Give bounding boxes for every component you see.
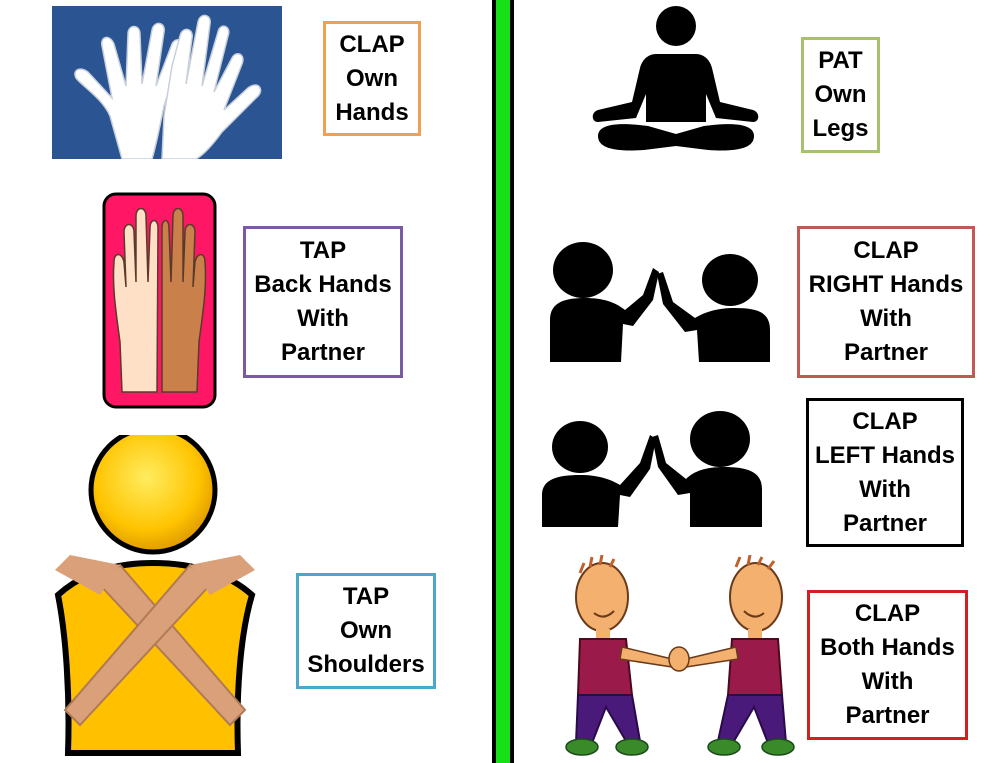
- card-line: Partner: [280, 339, 366, 366]
- card-clap-both-hands: CLAP Both Hands With Partner: [807, 590, 968, 740]
- card-line: RIGHT Hands: [808, 271, 964, 298]
- card-line: Own: [346, 64, 398, 92]
- card-line: With: [297, 305, 349, 332]
- card-line: LEFT Hands: [814, 441, 955, 469]
- hands-tracing-icon: [52, 6, 282, 159]
- card-line: Own: [340, 617, 392, 644]
- card-line: CLAP: [853, 237, 919, 264]
- card-line: TAP: [342, 583, 390, 610]
- card-line: Hands: [335, 98, 409, 126]
- card-tap-own-shoulders: TAP Own Shoulders: [296, 573, 436, 689]
- card-line: With: [861, 668, 914, 695]
- card-line: Back Hands: [254, 271, 392, 298]
- card-line: CLAP: [852, 407, 918, 435]
- card-line: With: [860, 305, 912, 332]
- card-clap-own-hands: CLAP Own Hands: [323, 21, 421, 136]
- seated-person-icon: [588, 6, 763, 169]
- card-line: Own: [814, 81, 867, 108]
- card-line: Partner: [843, 339, 929, 366]
- center-divider: [492, 0, 514, 763]
- kids-clapping-silhouette-icon: [540, 405, 765, 527]
- card-line: Partner: [845, 702, 930, 729]
- crossed-arms-icon: [40, 435, 272, 758]
- divider-green-stripe: [496, 0, 510, 763]
- card-line: PAT: [818, 47, 863, 74]
- card-line: TAP: [299, 237, 347, 264]
- card-tap-back-hands: TAP Back Hands With Partner: [243, 226, 403, 378]
- cartoon-kids-clapping-icon: [560, 555, 800, 758]
- high-five-icon: [102, 192, 217, 409]
- card-line: Partner: [842, 509, 928, 537]
- card-line: With: [859, 475, 911, 503]
- card-line: CLAP: [339, 30, 405, 58]
- card-line: Both Hands: [820, 634, 955, 661]
- card-clap-left-hands: CLAP LEFT Hands With Partner: [806, 398, 964, 547]
- card-line: CLAP: [854, 600, 921, 627]
- card-line: Shoulders: [307, 651, 425, 678]
- card-clap-right-hands: CLAP RIGHT Hands With Partner: [797, 226, 975, 378]
- kids-clapping-silhouette-icon: [545, 240, 775, 362]
- card-pat-own-legs: PAT Own Legs: [801, 37, 880, 153]
- card-line: Legs: [812, 115, 869, 142]
